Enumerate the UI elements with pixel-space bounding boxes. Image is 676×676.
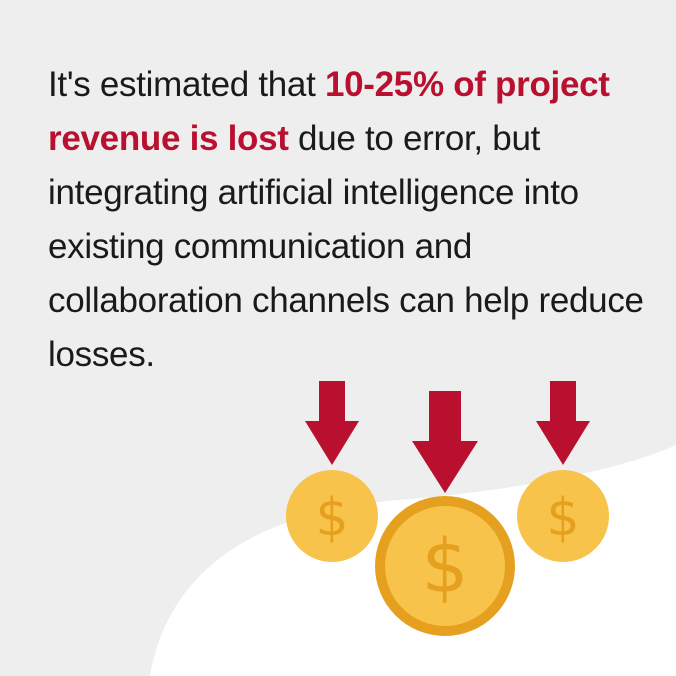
down-arrow-icon — [305, 381, 359, 465]
coin-dollar-sign: $ — [546, 488, 579, 548]
headline-rest: due to error, but integrating artificial… — [48, 119, 644, 374]
coin-dollar-sign: $ — [421, 524, 468, 610]
headline-intro: It's estimated that — [48, 65, 325, 104]
dollar-coin-icon: $ — [517, 470, 609, 562]
dollar-coin-icon: $ — [375, 496, 515, 636]
down-arrow-icon — [412, 391, 478, 493]
dollar-coin-icon: $ — [286, 470, 378, 562]
headline-text: It's estimated that 10-25% of project re… — [48, 58, 658, 382]
down-arrow-icon — [536, 381, 590, 465]
headline-highlight: 10-25% of project revenue is lost — [48, 65, 610, 158]
coin-dollar-sign: $ — [315, 488, 348, 548]
